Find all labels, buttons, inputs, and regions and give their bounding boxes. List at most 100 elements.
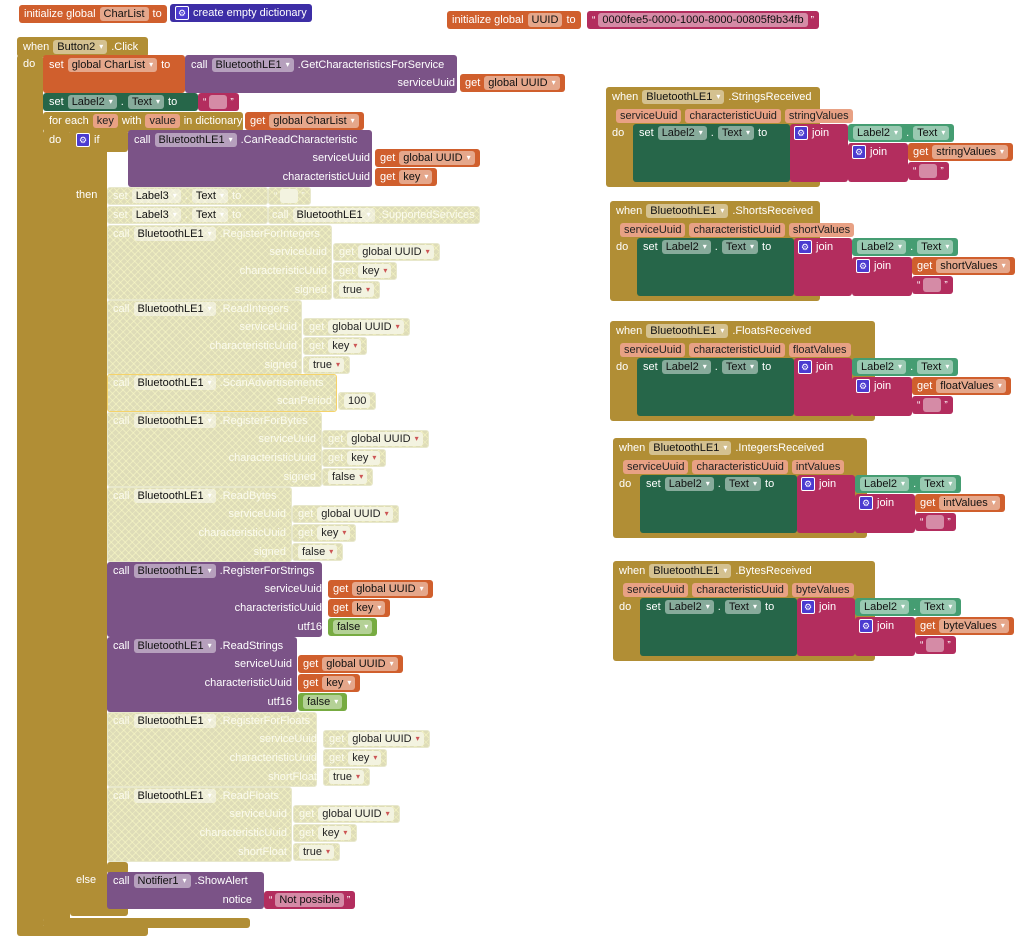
event-param-chip[interactable]: intValues xyxy=(791,460,845,474)
empty-string-block[interactable]: “” xyxy=(915,513,956,531)
event-param-chip[interactable]: stringValues xyxy=(784,109,853,123)
variable-name-field[interactable]: UUID xyxy=(527,13,563,27)
variable-dropdown[interactable]: global UUID▾ xyxy=(352,582,428,596)
dropdown-arrow-icon[interactable]: ▾ xyxy=(335,360,340,369)
variable-dropdown[interactable]: global CharList▾ xyxy=(269,114,359,128)
dropdown-arrow-icon[interactable]: ▾ xyxy=(466,153,471,162)
variable-dropdown[interactable]: global UUID▾ xyxy=(484,76,560,90)
variable-dropdown[interactable]: shortValues▾ xyxy=(936,259,1010,273)
dropdown-arrow-icon[interactable]: ▾ xyxy=(753,479,758,488)
component-dropdown[interactable]: Label2▾ xyxy=(853,126,903,140)
dropdown-arrow-icon[interactable]: ▾ xyxy=(329,547,334,556)
component-dropdown[interactable]: BluetoothLE1▾ xyxy=(133,564,216,578)
dropdown-arrow-icon[interactable]: ▾ xyxy=(220,191,225,200)
property-dropdown[interactable]: Text▾ xyxy=(717,126,755,140)
property-dropdown[interactable]: Text▾ xyxy=(724,600,762,614)
dropdown-arrow-icon[interactable]: ▾ xyxy=(901,479,906,488)
dropdown-arrow-icon[interactable]: ▾ xyxy=(285,60,290,69)
property-dropdown[interactable]: Text▾ xyxy=(127,95,165,109)
property-dropdown[interactable]: Text▾ xyxy=(724,477,762,491)
dropdown-arrow-icon[interactable]: ▾ xyxy=(207,304,212,313)
component-dropdown[interactable]: Label2▾ xyxy=(657,126,707,140)
dropdown-arrow-icon[interactable]: ▾ xyxy=(720,326,725,335)
number-block[interactable]: 100 xyxy=(338,392,377,410)
label-text-getter-block[interactable]: Label2▾.Text▾ xyxy=(852,238,959,256)
component-dropdown[interactable]: Label2▾ xyxy=(860,477,910,491)
dropdown-arrow-icon[interactable]: ▾ xyxy=(108,97,113,106)
dropdown-arrow-icon[interactable]: ▾ xyxy=(366,210,371,219)
dropdown-arrow-icon[interactable]: ▾ xyxy=(207,229,212,238)
variable-dropdown[interactable]: key▾ xyxy=(318,826,352,840)
dropdown-arrow-icon[interactable]: ▾ xyxy=(172,191,177,200)
number-field[interactable]: 100 xyxy=(344,394,371,408)
property-dropdown[interactable]: Text▾ xyxy=(191,189,229,203)
dropdown-arrow-icon[interactable]: ▾ xyxy=(99,42,104,51)
uuid-string-block[interactable]: “0000fee5-0000-1000-8000-00805f9b34fb” xyxy=(587,11,819,29)
create-empty-dictionary-block[interactable]: ⚙create empty dictionary xyxy=(170,4,312,22)
dropdown-arrow-icon[interactable]: ▾ xyxy=(172,210,177,219)
dropdown-arrow-icon[interactable]: ▾ xyxy=(334,697,339,706)
mutator-gear-icon[interactable]: ⚙ xyxy=(794,126,808,140)
dropdown-arrow-icon[interactable]: ▾ xyxy=(414,434,419,443)
dropdown-arrow-icon[interactable]: ▾ xyxy=(325,847,330,856)
dropdown-arrow-icon[interactable]: ▾ xyxy=(991,498,996,507)
dropdown-arrow-icon[interactable]: ▾ xyxy=(750,362,755,371)
event-param-chip[interactable]: characteristicUuid xyxy=(689,343,785,357)
boolean-dropdown[interactable]: true▾ xyxy=(339,283,374,297)
dropdown-arrow-icon[interactable]: ▾ xyxy=(948,479,953,488)
component-dropdown[interactable]: BluetoothLE1▾ xyxy=(133,489,216,503)
dropdown-arrow-icon[interactable]: ▾ xyxy=(207,416,212,425)
dropdown-arrow-icon[interactable]: ▾ xyxy=(945,242,950,251)
variable-dropdown[interactable]: key▾ xyxy=(399,170,433,184)
component-dropdown[interactable]: BluetoothLE1▾ xyxy=(133,639,216,653)
boolean-dropdown[interactable]: true▾ xyxy=(309,358,344,372)
dropdown-arrow-icon[interactable]: ▾ xyxy=(720,206,725,215)
dropdown-arrow-icon[interactable]: ▾ xyxy=(705,602,710,611)
dropdown-arrow-icon[interactable]: ▾ xyxy=(894,128,899,137)
dropdown-arrow-icon[interactable]: ▾ xyxy=(746,128,751,137)
component-dropdown[interactable]: BluetoothLE1▾ xyxy=(642,90,725,104)
dropdown-arrow-icon[interactable]: ▾ xyxy=(207,716,212,725)
uuid-string-field[interactable]: 0000fee5-0000-1000-8000-00805f9b34fb xyxy=(598,13,808,27)
boolean-block[interactable]: true▾ xyxy=(293,843,340,861)
boolean-dropdown[interactable]: false▾ xyxy=(328,470,368,484)
property-dropdown[interactable]: Text▾ xyxy=(917,240,954,254)
boolean-dropdown[interactable]: true▾ xyxy=(329,770,364,784)
string-block[interactable]: “Not possible” xyxy=(264,891,356,909)
component-dropdown[interactable]: BluetoothLE1▾ xyxy=(649,441,732,455)
variable-dropdown[interactable]: global UUID▾ xyxy=(348,732,424,746)
event-param-chip[interactable]: byteValues xyxy=(791,583,854,597)
label-text-getter-block[interactable]: Label2▾.Text▾ xyxy=(852,358,959,376)
component-dropdown[interactable]: BluetoothLE1▾ xyxy=(133,714,216,728)
variable-dropdown[interactable]: global UUID▾ xyxy=(347,432,423,446)
empty-string-block[interactable]: “” xyxy=(198,93,239,111)
dropdown-arrow-icon[interactable]: ▾ xyxy=(1000,147,1005,156)
boolean-block[interactable]: false▾ xyxy=(298,693,348,711)
boolean-dropdown[interactable]: false▾ xyxy=(298,545,338,559)
dropdown-arrow-icon[interactable]: ▾ xyxy=(384,509,389,518)
boolean-dropdown[interactable]: false▾ xyxy=(303,695,343,709)
dropdown-arrow-icon[interactable]: ▾ xyxy=(901,602,906,611)
component-dropdown[interactable]: BluetoothLE1▾ xyxy=(646,204,729,218)
mutator-gear-icon[interactable]: ⚙ xyxy=(856,379,870,393)
variable-dropdown[interactable]: intValues▾ xyxy=(939,496,1000,510)
dropdown-arrow-icon[interactable]: ▾ xyxy=(702,362,707,371)
dropdown-arrow-icon[interactable]: ▾ xyxy=(228,135,233,144)
variable-dropdown[interactable]: key▾ xyxy=(322,676,356,690)
mutator-gear-icon[interactable]: ⚙ xyxy=(175,6,189,20)
dropdown-arrow-icon[interactable]: ▾ xyxy=(941,128,946,137)
property-dropdown[interactable]: Text▾ xyxy=(913,126,950,140)
string-value-field[interactable] xyxy=(923,278,942,292)
boolean-block[interactable]: true▾ xyxy=(333,281,380,299)
dropdown-arrow-icon[interactable]: ▾ xyxy=(149,60,154,69)
component-dropdown[interactable]: Label2▾ xyxy=(664,600,714,614)
